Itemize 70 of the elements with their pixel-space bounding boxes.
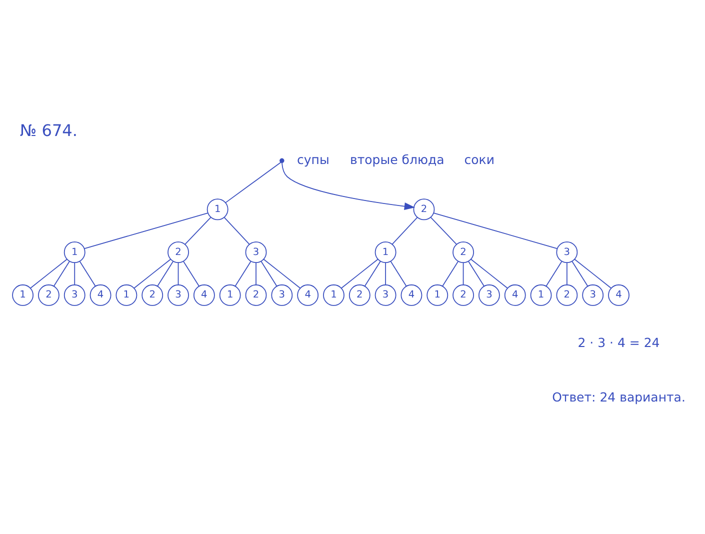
connector xyxy=(364,261,381,286)
connector xyxy=(263,258,301,289)
node-circle: 3 xyxy=(245,242,267,263)
connector xyxy=(234,261,252,286)
node-circle: 3 xyxy=(271,284,293,306)
node-circle: 4 xyxy=(504,284,526,306)
node-circle: 2 xyxy=(413,198,435,220)
diagram-title: № 674. xyxy=(20,121,78,140)
connector xyxy=(84,212,208,249)
node-circle: 2 xyxy=(38,284,60,306)
connector xyxy=(468,261,484,286)
arrow xyxy=(282,162,416,210)
connector xyxy=(566,262,568,286)
connector xyxy=(385,262,386,286)
node-circle: 1 xyxy=(530,284,552,306)
label: супы xyxy=(297,152,330,167)
connector xyxy=(546,261,562,286)
connector xyxy=(433,212,558,249)
node-circle: 1 xyxy=(12,284,34,306)
node-circle: 3 xyxy=(168,284,189,306)
node-circle: 4 xyxy=(193,284,215,306)
node-circle: 3 xyxy=(478,284,500,306)
connector xyxy=(30,258,68,289)
connector xyxy=(260,261,278,286)
connector xyxy=(224,216,250,245)
node-circle: 2 xyxy=(348,284,370,306)
label: вторые блюда xyxy=(350,152,444,167)
node-circle: 2 xyxy=(556,284,578,306)
node-point xyxy=(280,158,284,164)
label: 2 · 3 · 4 = 24 xyxy=(578,335,660,350)
node-circle: 4 xyxy=(297,284,319,306)
node-circle: 2 xyxy=(452,284,474,306)
connector xyxy=(574,258,612,289)
connector xyxy=(442,261,458,286)
connector xyxy=(178,262,179,286)
connector xyxy=(184,216,212,245)
node-circle: 2 xyxy=(142,284,164,306)
node-circle: 1 xyxy=(219,284,241,306)
connector xyxy=(392,216,418,245)
connector xyxy=(225,162,282,204)
node-circle: 3 xyxy=(582,284,604,306)
connector xyxy=(183,261,200,286)
node-circle: 1 xyxy=(116,284,138,306)
connector xyxy=(157,261,174,286)
node-circle: 4 xyxy=(400,284,422,306)
node-circle: 2 xyxy=(452,242,474,263)
node-circle: 4 xyxy=(608,284,630,306)
node-circle: 3 xyxy=(374,284,396,306)
node-circle: 3 xyxy=(556,242,578,263)
node-circle: 1 xyxy=(374,242,396,263)
node-circle: 2 xyxy=(245,284,267,306)
node-circle: 2 xyxy=(168,242,189,263)
node-circle: 1 xyxy=(323,284,344,306)
connector xyxy=(470,258,508,289)
node-circle: 1 xyxy=(206,198,228,220)
connector xyxy=(390,261,407,286)
connector xyxy=(340,258,378,289)
connector xyxy=(134,258,172,289)
node-circle: 3 xyxy=(64,284,86,306)
connector xyxy=(54,261,70,286)
connector xyxy=(572,261,588,286)
node-circle: 4 xyxy=(90,284,112,306)
label: Ответ: 24 варианта. xyxy=(552,390,686,405)
connector xyxy=(462,262,464,286)
connector xyxy=(430,216,457,245)
connector xyxy=(79,261,96,286)
node-circle: 1 xyxy=(426,284,448,306)
label: соки xyxy=(464,152,494,167)
connector xyxy=(74,262,76,286)
node-circle: 1 xyxy=(64,242,86,263)
